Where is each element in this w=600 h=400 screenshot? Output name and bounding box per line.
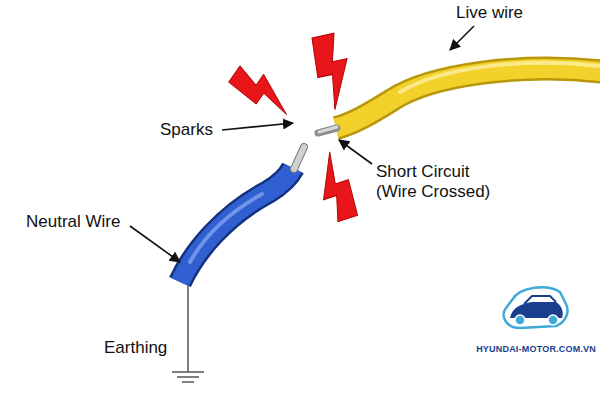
- spark-label: Sparks: [160, 120, 213, 140]
- watermark-logo: [504, 287, 568, 328]
- earth-symbol: [172, 280, 204, 382]
- watermark-text: HYUNDAI-MOTOR.COM.VN: [476, 344, 596, 355]
- wire-label: Neutral Wire: [26, 212, 120, 232]
- fault-label: Short Circuit (Wire Crossed): [376, 162, 504, 203]
- earth-label: Earthing: [104, 338, 167, 358]
- leader-arrows: [130, 26, 474, 262]
- live-wire: [318, 63, 600, 133]
- wire-label: Live wire: [456, 3, 523, 23]
- neutral-wire: [180, 147, 304, 282]
